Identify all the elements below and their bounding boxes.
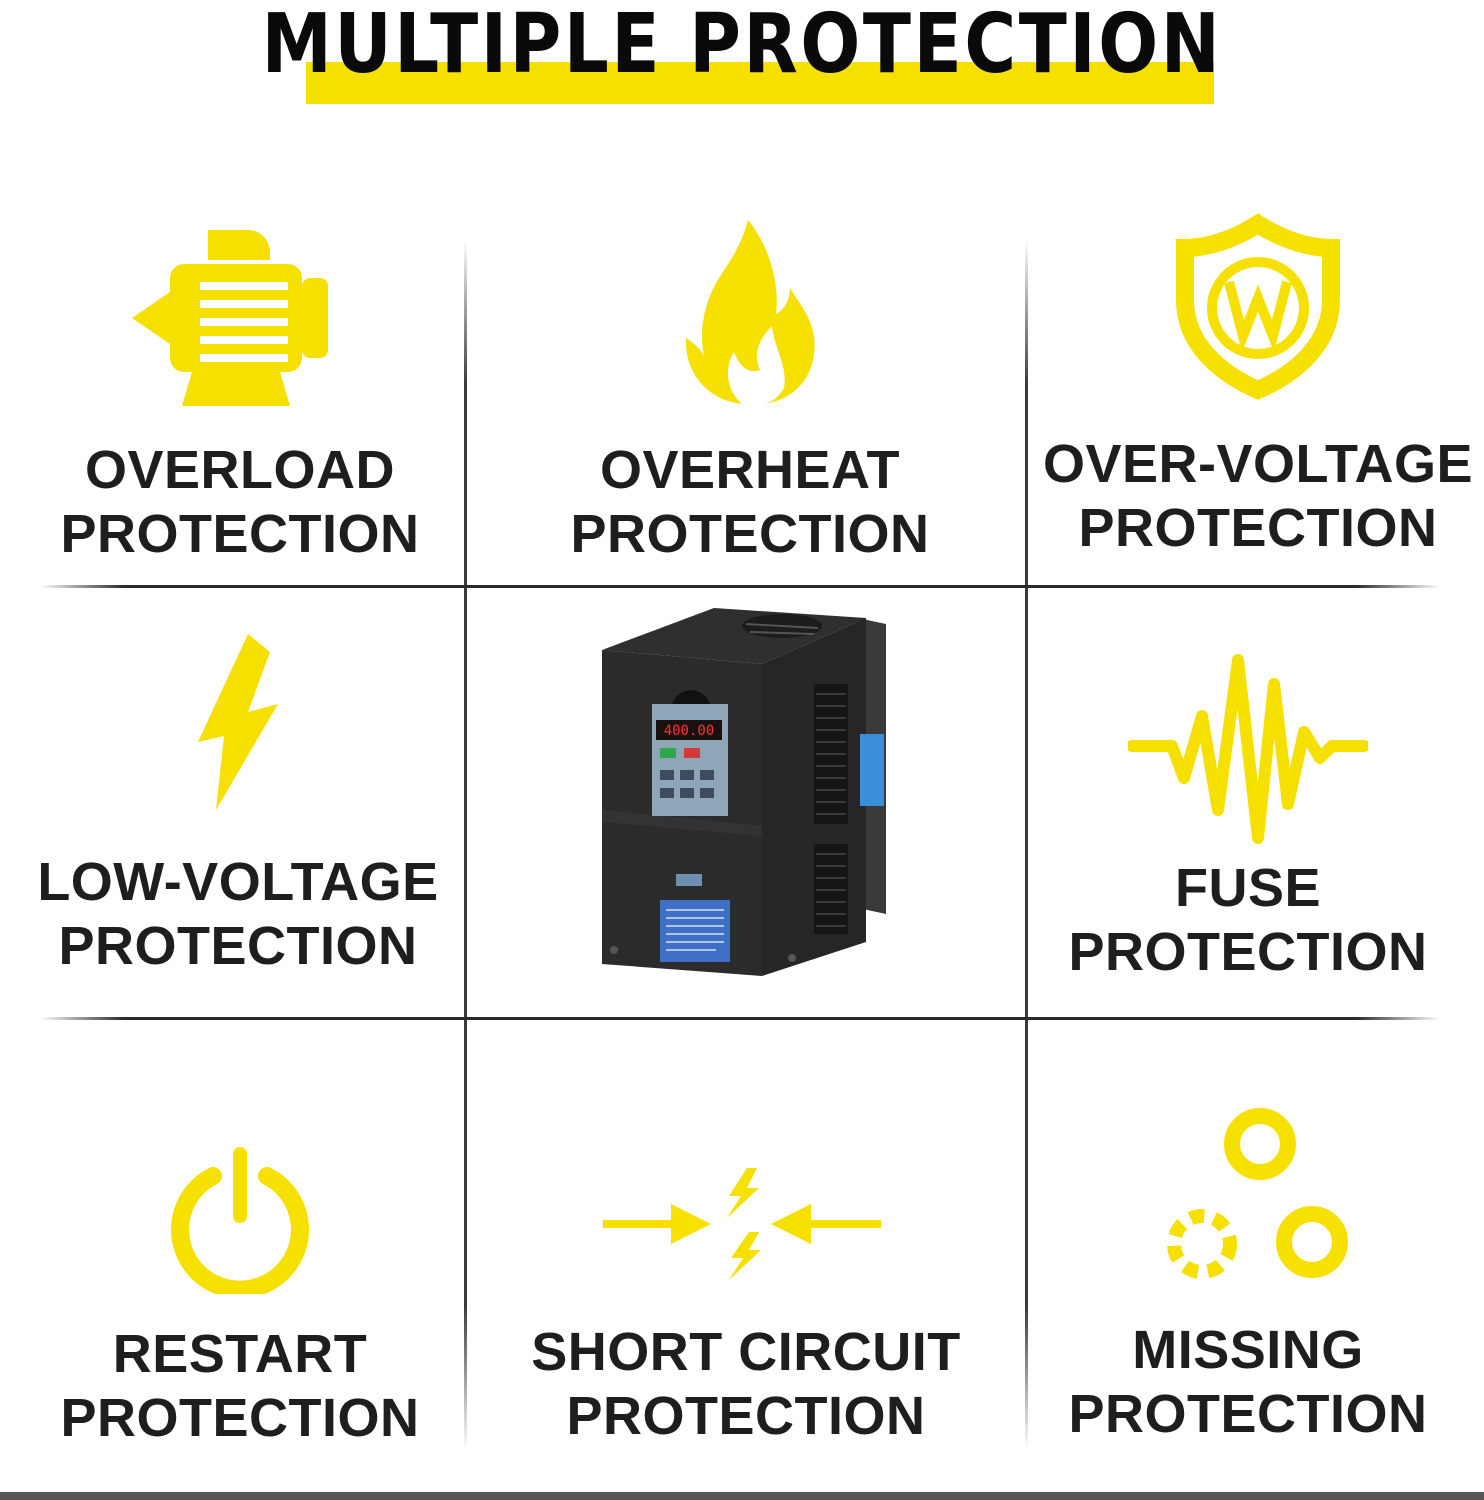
missing-phase-icon: [1167, 1108, 1348, 1279]
grid-divider-vertical-left: [464, 240, 467, 1450]
feature-label-line2: PROTECTION: [58, 916, 418, 976]
grid-divider-horizontal-bottom: [40, 1017, 1440, 1020]
short-circuit-icon: [603, 1168, 881, 1280]
feature-label-line2: PROTECTION: [60, 1388, 420, 1448]
feature-label-line1: MISSING: [1132, 1320, 1364, 1380]
feature-label-line2: PROTECTION: [1068, 922, 1428, 982]
feature-fuse-protection: FUSE PROTECTION: [968, 654, 1484, 984]
grid-divider-vertical-right: [1025, 240, 1028, 1450]
feature-label-line1: LOW-VOLTAGE: [37, 852, 439, 912]
feature-label-line1: FUSE: [1174, 858, 1322, 918]
waveform-icon: [1128, 654, 1368, 844]
grid-divider-horizontal-top: [40, 585, 1440, 588]
title-highlight-bar: [306, 62, 1214, 104]
feature-overload-protection: OVERLOAD PROTECTION: [0, 222, 520, 566]
feature-label-line2: PROTECTION: [566, 1386, 926, 1446]
lightning-icon: [198, 634, 278, 810]
feature-label-line2: PROTECTION: [1078, 498, 1438, 558]
feature-label-line2: PROTECTION: [1068, 1384, 1428, 1444]
feature-overheat-protection: OVERHEAT PROTECTION: [470, 218, 1030, 566]
feature-label-line1: OVER-VOLTAGE: [1042, 434, 1473, 494]
display-readout: 400.00: [664, 723, 715, 739]
feature-restart-protection: RESTART PROTECTION: [0, 1144, 520, 1450]
feature-label-line1: RESTART: [112, 1324, 368, 1384]
feature-missing-protection: MISSING PROTECTION: [968, 1108, 1484, 1446]
feature-label-line1: OVERLOAD: [84, 440, 396, 500]
flame-icon: [685, 220, 815, 404]
feature-over-voltage-protection: OVER-VOLTAGE PROTECTION: [978, 212, 1484, 560]
bottom-border: [0, 1492, 1484, 1500]
power-icon: [171, 1147, 309, 1294]
feature-label-line2: PROTECTION: [60, 504, 420, 564]
frequency-inverter-image: 400.00: [602, 608, 886, 976]
feature-low-voltage-protection: LOW-VOLTAGE PROTECTION: [0, 632, 518, 978]
feature-label-line2: PROTECTION: [570, 504, 930, 564]
feature-short-circuit-protection: SHORT CIRCUIT PROTECTION: [466, 1168, 1026, 1448]
page-title: MULTIPLE PROTECTION: [261, 0, 1223, 92]
feature-label-line1: SHORT CIRCUIT: [531, 1322, 961, 1382]
feature-label-line1: OVERHEAT: [599, 440, 901, 500]
motor-icon: [132, 230, 328, 406]
shield-w-icon: [1176, 213, 1340, 400]
